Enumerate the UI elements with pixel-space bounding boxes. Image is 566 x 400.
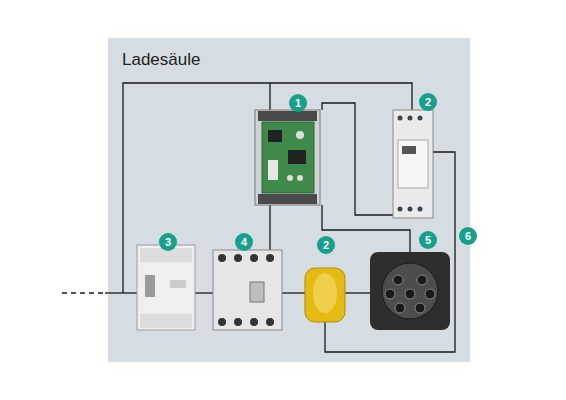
energy-meter <box>393 110 433 218</box>
callout-number: 3 <box>159 233 177 251</box>
callout-number: 2 <box>317 236 335 254</box>
contactor <box>213 250 282 330</box>
panel-title: Ladesäule <box>122 50 200 70</box>
callout-number: 2 <box>419 93 437 111</box>
rcd-breaker <box>137 245 195 330</box>
charging-socket <box>370 252 450 330</box>
callout-number: 1 <box>289 94 307 112</box>
callout-number: 5 <box>419 231 437 249</box>
controller-board <box>255 110 320 205</box>
callout-number: 6 <box>459 227 477 245</box>
callout-number: 4 <box>235 233 253 251</box>
current-transformer <box>305 268 345 322</box>
